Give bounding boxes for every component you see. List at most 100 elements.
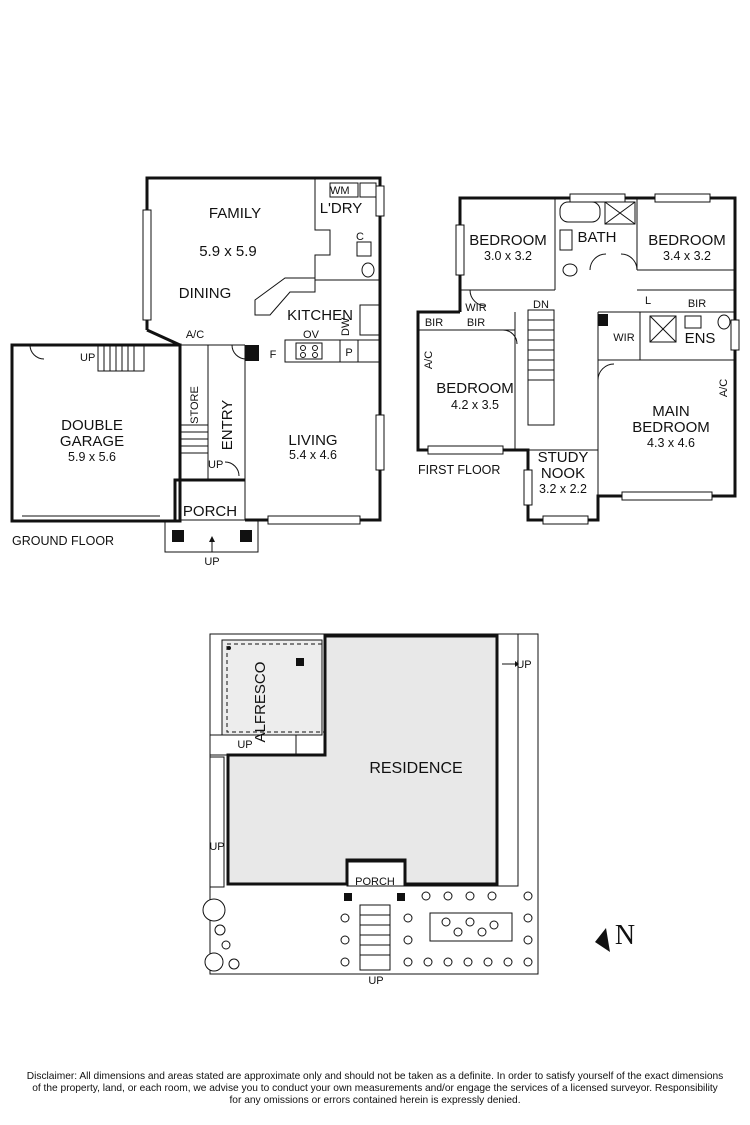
disclaimer-line-2: of the property, land, or each room, we … xyxy=(32,1083,718,1094)
house-garage-link xyxy=(146,328,181,347)
window-bath xyxy=(569,193,626,203)
window-main xyxy=(621,491,713,501)
linen-label: L xyxy=(645,295,651,307)
bed2-door-swing xyxy=(620,253,638,271)
ac-bed3-label: A/C xyxy=(423,351,435,369)
first-floor-outer-walls xyxy=(416,196,737,522)
kitchen-island xyxy=(254,277,316,316)
family-dimensions: 5.9 x 5.9 xyxy=(199,243,257,260)
dining-label: DINING xyxy=(179,285,232,302)
entry-stairs xyxy=(180,424,208,454)
living-label: LIVING xyxy=(288,432,337,449)
fridge-label: F xyxy=(270,349,277,361)
washing-machine xyxy=(329,182,359,198)
kitchen-door-swing xyxy=(231,344,247,360)
side-path-steps xyxy=(209,756,225,888)
store-label: STORE xyxy=(189,386,201,424)
window-study-front xyxy=(542,515,589,525)
study-label-line2: NOOK xyxy=(541,465,585,482)
garage-up-label: UP xyxy=(80,352,95,364)
garden-planter xyxy=(429,912,513,942)
ens-toilet xyxy=(717,314,731,330)
pantry xyxy=(339,339,359,363)
front-up-label: UP xyxy=(368,975,383,987)
garage-label-line2: GARAGE xyxy=(60,433,124,450)
main-bedroom-dimensions: 4.3 x 4.6 xyxy=(647,436,695,450)
shrubs xyxy=(202,891,533,972)
study-dimensions: 3.2 x 2.2 xyxy=(539,482,587,496)
garage-side-door-swing xyxy=(29,344,45,360)
wir-main-label: WIR xyxy=(613,332,634,344)
bath-vanity xyxy=(559,229,573,251)
bathtub xyxy=(559,201,601,223)
north-label: N xyxy=(615,920,635,951)
ens-column xyxy=(598,314,608,326)
site-porch xyxy=(346,861,406,887)
pantry-label: P xyxy=(345,347,352,359)
north-arrow xyxy=(595,928,610,952)
window-bed2 xyxy=(654,193,711,203)
window-living-side xyxy=(375,414,385,471)
entry-door-swing xyxy=(224,461,240,477)
main-bedroom-label-line2: BEDROOM xyxy=(632,419,710,436)
kitchen-label: KITCHEN xyxy=(287,307,353,324)
toilet xyxy=(361,262,375,278)
window-ens xyxy=(730,319,740,351)
disclaimer: Disclaimer: All dimensions and areas sta… xyxy=(10,1071,740,1107)
porch-walls xyxy=(173,478,245,520)
laundry-label: L'DRY xyxy=(320,200,363,217)
garden-edge xyxy=(405,634,519,887)
bed1-door-swing xyxy=(469,289,487,307)
oven-label: OV xyxy=(303,329,320,341)
dishwasher-label: DW xyxy=(340,317,352,336)
site-plan xyxy=(202,633,610,975)
porch-label: PORCH xyxy=(183,503,237,520)
window-living-front xyxy=(267,515,361,525)
living-dimensions: 5.4 x 4.6 xyxy=(289,448,337,462)
entry-label: ENTRY xyxy=(219,400,236,451)
disclaimer-line-3: for any omissions or errors contained he… xyxy=(229,1095,521,1106)
right-up-label: UP xyxy=(516,659,531,671)
residence-label: RESIDENCE xyxy=(369,760,462,777)
bath-toilet xyxy=(562,263,578,277)
bir-1-label: BIR xyxy=(425,317,443,329)
bed2-label: BEDROOM xyxy=(648,232,726,249)
alfresco-up-label: UP xyxy=(237,739,252,751)
family-label: FAMILY xyxy=(209,205,261,222)
first-floor-caption: FIRST FLOOR xyxy=(418,463,500,477)
ac-main-label: A/C xyxy=(718,379,730,397)
bed1-dimensions: 3.0 x 3.2 xyxy=(484,249,532,263)
bath-door-swing xyxy=(589,253,607,271)
ground-floor-caption: GROUND FLOOR xyxy=(12,534,114,548)
window-family xyxy=(142,209,152,321)
first-floor-stairs xyxy=(527,309,555,426)
front-stairs xyxy=(359,904,391,971)
bir-2-label: BIR xyxy=(467,317,485,329)
first-floor-plan xyxy=(416,193,740,525)
disclaimer-line-1: Disclaimer: All dimensions and areas sta… xyxy=(26,1071,724,1082)
cupboard-label: C xyxy=(356,231,364,243)
window-study-side xyxy=(523,469,533,506)
main-bedroom-label-line1: MAIN xyxy=(652,403,690,420)
porch-post-right xyxy=(240,530,252,542)
alfresco-deck xyxy=(221,639,323,736)
alfresco-label: ALFRESCO xyxy=(252,662,269,743)
bed2-dimensions: 3.4 x 3.2 xyxy=(663,249,711,263)
main-door-swing xyxy=(597,363,615,381)
garage-label-line1: DOUBLE xyxy=(61,417,123,434)
garage-dimensions: 5.9 x 5.6 xyxy=(68,450,116,464)
kitchen-sink xyxy=(359,304,381,336)
porch-post-left xyxy=(172,530,184,542)
cooktop xyxy=(295,342,323,360)
laundry-sink xyxy=(356,241,372,257)
window-bed3 xyxy=(427,445,504,455)
entry-up-label: UP xyxy=(208,459,223,471)
alfresco-post xyxy=(296,658,304,666)
residence-footprint xyxy=(226,634,499,886)
window-laundry xyxy=(375,185,385,217)
bed3-dimensions: 4.2 x 3.5 xyxy=(451,398,499,412)
wir-bed1-label: WIR xyxy=(465,302,486,314)
bath-label: BATH xyxy=(578,229,617,246)
side-up-label: UP xyxy=(209,841,224,853)
